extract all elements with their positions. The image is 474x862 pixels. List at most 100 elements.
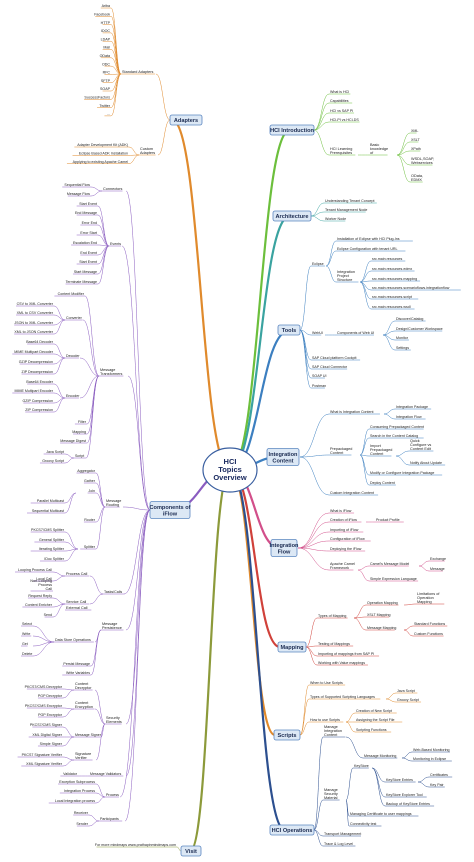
main-branch-line <box>188 468 232 853</box>
topic-content-modifier: Content Modifier <box>58 292 85 296</box>
branch-tools-label: Tools <box>282 328 297 334</box>
topic-idoc: IDOC <box>101 29 110 33</box>
branch-scripts-box <box>273 729 301 741</box>
topic-xml-signature-verifier: XML Signature Verifier <box>26 762 63 766</box>
subtopic-line: Routing <box>106 503 119 507</box>
connector-line <box>385 692 397 700</box>
connector-line <box>299 721 310 736</box>
connector-line <box>396 141 411 156</box>
connector-line <box>90 629 102 667</box>
connector-line <box>383 408 396 415</box>
topic-deploying-the-iflow: Deploying the iFlow <box>330 547 362 551</box>
connector-line <box>125 509 151 777</box>
connector-line <box>310 202 325 217</box>
subtopic-odata-edmx: OData,EDMX <box>411 174 423 182</box>
topic-xml-digital-signer: XML Digital Signer <box>32 733 62 737</box>
topic-message-signer: Message Signer <box>75 733 102 737</box>
topic-understanding-tenant-concept: Understanding Tenant Concept <box>325 199 374 203</box>
subtopic-line: HCI Learning <box>330 147 352 151</box>
branch-components-of-iflow-box <box>149 501 191 519</box>
topic-write: Write <box>22 632 30 636</box>
topic-http: HTTP <box>101 21 111 25</box>
topic-src-main-resources-wsdl: src.main.resources.wsdl <box>372 305 411 309</box>
topic-java-script: Java Script <box>397 689 415 693</box>
topic-facebook: Facebook <box>94 13 110 17</box>
topic-end-message: End Message <box>75 211 97 215</box>
subtopic-line: Operation <box>417 596 434 600</box>
topic-web-based-monitoring: Web-Based Monitoring <box>413 748 450 752</box>
subtopic-line: Message <box>100 368 115 372</box>
subtopic-line: Signature <box>75 752 91 756</box>
topic-gzip-decompression: GZIP Decompression <box>19 360 53 364</box>
connector-line <box>89 575 104 595</box>
main-branch-line <box>228 468 277 737</box>
connector-line <box>79 357 100 377</box>
connector-line <box>345 736 364 759</box>
topic-odc: ODC <box>102 62 110 66</box>
topic-escalation-end: Escalation End <box>73 241 97 245</box>
topic-src-main-resources-scenarioflows-integrationflow: src.main.resources.scenarioflows.integra… <box>372 286 450 290</box>
central-topic-line3: Overview <box>213 473 247 482</box>
subtopic-line: EDMX <box>411 178 422 182</box>
connector-line <box>396 150 411 156</box>
branch-integration-flow-box <box>270 539 298 557</box>
connector-line <box>52 575 66 582</box>
connector-line <box>110 7 122 75</box>
connector-line <box>313 121 330 131</box>
connector-line <box>353 617 367 631</box>
connector-line <box>403 629 414 637</box>
topic-json-to-xml-converter: JSON to XML Converter <box>14 321 53 325</box>
branch-integration-content-box <box>266 448 300 466</box>
topic-gzip-compression: GZIP Compression <box>23 399 54 403</box>
connector-line <box>97 234 110 247</box>
subtopic-line: Quick <box>410 439 420 443</box>
branch-visit-box <box>180 845 202 857</box>
branch-mapping-label: Mapping <box>281 645 305 651</box>
connector-line <box>313 736 324 831</box>
topic-message-digest: Message Digest <box>60 439 86 443</box>
connector-line <box>176 846 182 852</box>
topic-src-main-resources-mapping: src.main.resources.mapping <box>372 277 417 281</box>
topic-terminate-message: Terminate Message <box>66 280 97 284</box>
subtopic-line: Configure vs <box>410 443 431 447</box>
connector-line <box>125 509 151 725</box>
connector-line <box>359 454 370 457</box>
topic-xml-to-json-converter: XML to JSON Converter <box>14 330 53 334</box>
topic-design-customer-workspace: Design/Customer Workspace <box>396 327 443 331</box>
connector-line <box>305 645 318 648</box>
topic-splitter: Splitter <box>84 545 96 549</box>
subtopic-line: Custom <box>140 147 153 151</box>
topic-odata: OData <box>100 54 110 58</box>
branch-scripts-label: Scripts <box>278 733 297 739</box>
branch-architecture-label: Architecture <box>276 214 309 220</box>
topic-notify-about-update: Notify About Update <box>410 461 442 465</box>
subtopic-line: OData, <box>411 174 423 178</box>
connector-line <box>125 509 151 631</box>
connector-line <box>62 756 75 761</box>
topic-src-main-resources: src.main.resources <box>372 257 403 261</box>
topic-integration-package: Integration Package <box>396 405 428 409</box>
topic-simple-signer: Simple Signer <box>40 742 63 746</box>
topic-receiver: Receiver <box>74 811 89 815</box>
subtopic-line: Apache Camel <box>330 562 355 566</box>
topic-eclipse: Eclipse <box>312 262 324 266</box>
topic-creation-of-iflow: Creation of iFlow <box>330 518 357 522</box>
branch-components-of-iflow-label-line: Components of <box>149 505 190 511</box>
topic-configuration-of-iflow: Configuration of iFlow <box>330 537 365 541</box>
topic-twitter: Twitter <box>99 104 110 108</box>
connector-line <box>299 413 330 458</box>
connector-line <box>359 454 370 476</box>
connector-line <box>119 509 151 798</box>
subtopic-line: Mapping <box>417 600 432 604</box>
topic-discover-catalog: Discover/Catalog <box>396 317 423 321</box>
connector-line <box>325 250 337 267</box>
subtopic-line: Transformers <box>100 372 123 376</box>
connector-line <box>97 245 110 285</box>
connector-line <box>299 329 312 389</box>
subtopic-line: Content <box>75 701 89 705</box>
